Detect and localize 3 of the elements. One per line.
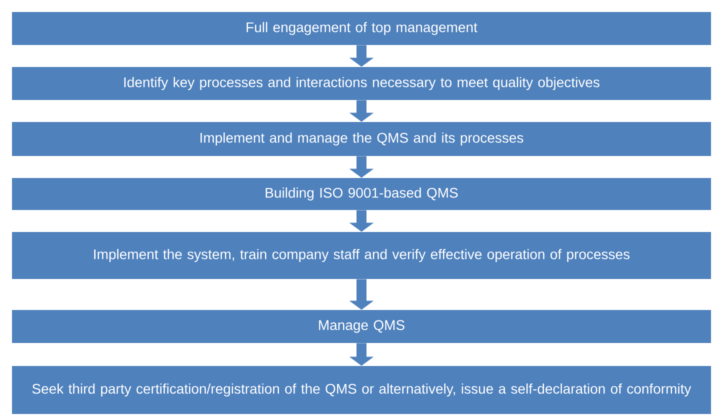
process-box: Implement the system, train company staff and verify effective operation of processes <box>12 232 711 279</box>
process-box: Seek third party certification/registration of the QMS or alternatively, issue a self-declaration of conformity <box>12 366 711 414</box>
process-box: Full engagement of top management <box>12 12 711 45</box>
